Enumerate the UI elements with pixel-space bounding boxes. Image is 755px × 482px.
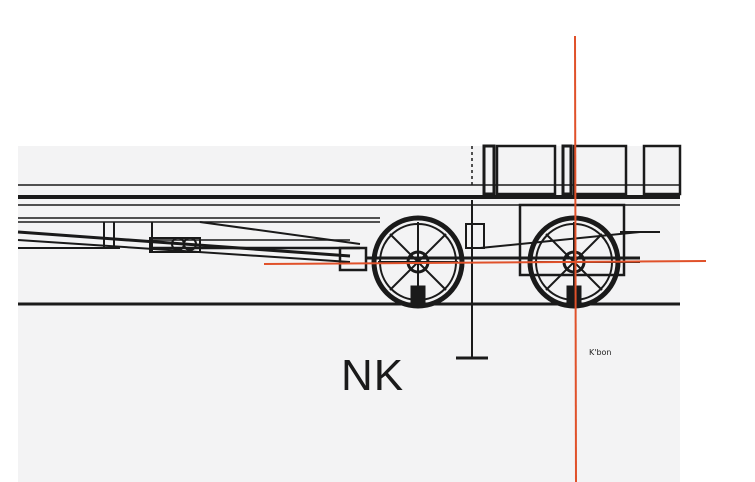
- drawing-caption: NK: [341, 351, 405, 400]
- horizontal-reference-line: [263, 260, 707, 265]
- reference-crosshair: [263, 35, 707, 482]
- vertical-reference-line: [574, 35, 577, 482]
- scale-mark: K'bon: [589, 348, 612, 357]
- brake-linkage: [17, 203, 660, 277]
- car-body-panels: [482, 144, 682, 196]
- pivot-marker: [456, 146, 488, 360]
- scanned-drawing-background: [18, 146, 680, 482]
